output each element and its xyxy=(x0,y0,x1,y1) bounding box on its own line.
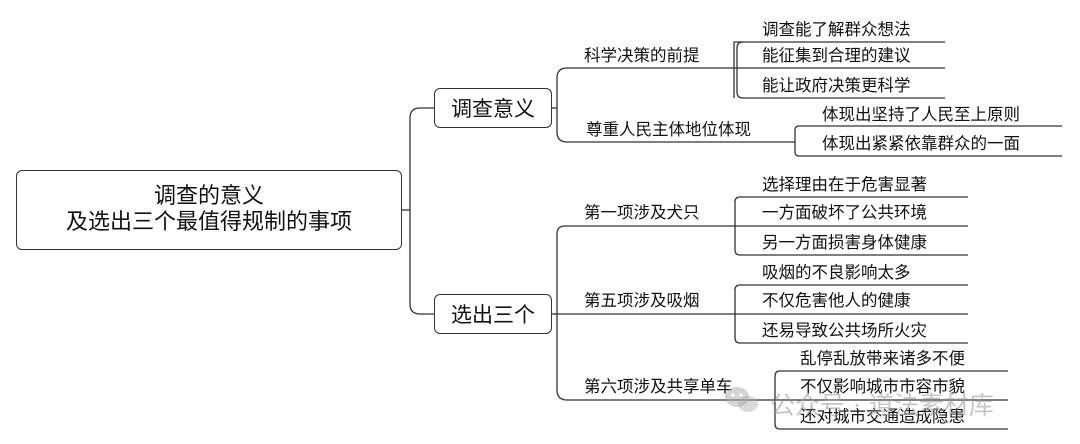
node-zunzhong-renmin: 尊重人民主体地位体现 xyxy=(586,120,751,139)
node-diliu-gongxiang: 第六项涉及共享单车 xyxy=(584,377,733,396)
leaf: 不仅危害他人的健康 xyxy=(762,291,911,310)
leaf: 一方面破坏了公共环境 xyxy=(762,203,927,222)
watermark-text: 公众号 · 道法素材库 xyxy=(770,391,994,420)
wechat-icon xyxy=(725,387,758,412)
node-diyi-quanzhi: 第一项涉及犬只 xyxy=(584,203,700,222)
leaf: 调查能了解群众想法 xyxy=(762,20,911,39)
leaf: 还对城市交通造成隐患 xyxy=(800,407,965,426)
node-kexue-juece: 科学决策的前提 xyxy=(584,46,700,65)
branch-diaocha-yiyi: 调查意义 xyxy=(434,88,552,128)
node-diwu-xiyan: 第五项涉及吸烟 xyxy=(584,291,700,310)
root-title-line1: 调查的意义 xyxy=(153,184,264,209)
leaf: 还易导致公共场所火灾 xyxy=(762,321,927,340)
root-node: 调查的意义 及选出三个最值得规制的事项 xyxy=(16,170,402,250)
leaf: 能征集到合理的建议 xyxy=(762,46,911,65)
branch-xuanchu-sange: 选出三个 xyxy=(434,294,552,334)
leaf: 另一方面损害身体健康 xyxy=(762,233,927,252)
leaf: 乱停乱放带来诸多不便 xyxy=(800,349,965,368)
leaf: 能让政府决策更科学 xyxy=(762,76,911,95)
leaf: 不仅影响城市市容市貌 xyxy=(800,377,965,396)
root-title-line2: 及选出三个最值得规制的事项 xyxy=(65,210,352,235)
leaf: 体现出紧紧依靠群众的一面 xyxy=(822,134,1020,153)
leaf: 选择理由在于危害显著 xyxy=(762,175,927,194)
leaf: 体现出坚持了人民至上原则 xyxy=(822,105,1020,124)
leaf: 吸烟的不良影响太多 xyxy=(762,263,911,282)
